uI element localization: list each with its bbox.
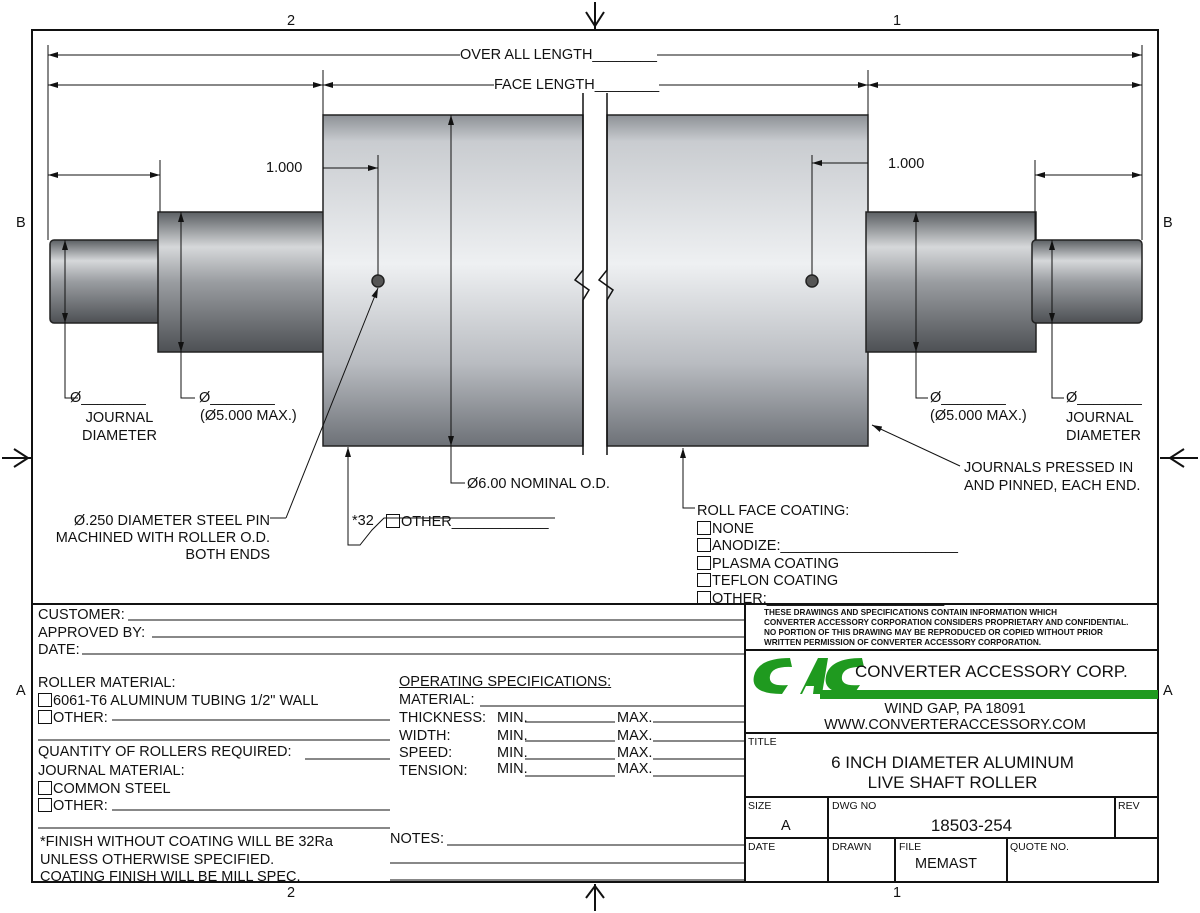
zone-label: B [16,215,26,231]
spec-label: WIDTH: [399,728,451,744]
pin-offset-right: 1.000 [888,156,925,172]
checkbox[interactable] [697,555,711,570]
checkbox[interactable] [38,710,52,724]
drawn-label: DRAWN [832,841,872,853]
journal-material: JOURNAL MATERIAL: COMMON STEEL OTHER: [38,763,185,816]
zone-label: 1 [893,13,902,29]
pin-offset-left: 1.000 [266,160,303,176]
spec-label: THICKNESS: [399,710,487,726]
roller-material: ROLLER MATERIAL: 6061-T6 ALUMINUM TUBING… [38,675,318,728]
size-value: A [781,818,791,834]
checkbox[interactable] [697,520,711,535]
journal-dia-right: Ø________ [1066,390,1142,406]
checkbox[interactable] [38,780,52,795]
checkbox[interactable] [697,590,711,605]
size-label: SIZE [748,800,772,812]
coating-option[interactable]: NONE [697,520,958,539]
zone-label: 2 [287,13,296,29]
zone-label: 1 [893,885,902,901]
spec-min[interactable]: MIN. [497,710,528,726]
overall-length-dim: OVER ALL LENGTH________ [460,47,657,63]
zone-label: A [16,683,26,699]
zone-label: A [1163,683,1173,699]
finish-other-option[interactable]: OTHER____________ [386,514,549,530]
checkbox[interactable] [38,692,52,707]
quote-no-label: QUOTE NO. [1010,841,1069,853]
checkbox[interactable] [697,573,711,587]
date-label: DATE [748,841,776,853]
checkbox[interactable] [697,538,711,552]
company-name: CONVERTER ACCESSORY CORP. [855,662,1128,681]
journal-material-option[interactable]: OTHER: [38,798,185,816]
spec-max[interactable]: MAX. [617,761,653,777]
spec-max[interactable]: MAX. [617,728,653,744]
checkbox[interactable] [386,514,400,528]
journal-material-option[interactable]: COMMON STEEL [38,780,185,799]
customer-fields[interactable]: CUSTOMER: APPROVED BY: DATE: [38,607,145,660]
shoulder-max-right: (Ø5.000 MAX.) [930,408,1027,424]
approved-by-field[interactable]: APPROVED BY: [38,624,146,641]
roll-face-coating: ROLL FACE COATING: NONE ANODIZE:________… [697,503,958,608]
shoulder-dia-right: Ø________ [930,390,1006,406]
file-label: FILE [899,841,922,853]
dwg-no-label: DWG NO [832,800,877,812]
face-length-dim: FACE LENGTH________ [494,77,660,93]
zone-label: B [1163,215,1173,231]
title-label: TITLE [748,736,777,748]
file-value: MEMAST [915,856,978,872]
customer-field[interactable]: CUSTOMER: [38,607,125,623]
rev-label: REV [1118,800,1140,812]
checkbox[interactable] [38,798,52,812]
journal-material-title: JOURNAL MATERIAL: [38,763,185,779]
shoulder-max-left: (Ø5.000 MAX.) [200,408,297,424]
coating-title: ROLL FACE COATING: [697,503,850,519]
quantity-field[interactable]: QUANTITY OF ROLLERS REQUIRED: [38,744,292,760]
dwg-no-value: 18503-254 [930,816,1013,835]
shoulder-dia-left: Ø________ [199,390,275,406]
proprietary-notice: THESE DRAWINGS AND SPECIFICATIONS CONTAI… [764,608,1129,647]
spec-label: TENSION: [399,763,468,779]
notes-field[interactable]: NOTES: [390,831,444,847]
spec-min[interactable]: MIN. [497,761,528,777]
roller-material-title: ROLLER MATERIAL: [38,675,176,691]
coating-option[interactable]: TEFLON COATING [697,573,958,591]
spec-max[interactable]: MAX. [617,745,653,761]
nominal-od: Ø6.00 NOMINAL O.D. [467,476,610,492]
website-link[interactable]: WWW.CONVERTERACCESSORY.COM [824,717,1086,733]
roller-material-option[interactable]: 6061-T6 ALUMINUM TUBING 1/2" WALL [38,692,318,711]
coating-option[interactable]: ANODIZE:______________________ [697,538,958,556]
coating-option[interactable]: PLASMA COATING [697,555,958,574]
finish-symbol: *32 [352,513,374,529]
spec-min[interactable]: MIN. [497,728,528,744]
date-field[interactable]: DATE: [38,642,80,658]
material-field[interactable]: MATERIAL: [399,692,475,708]
spec-max[interactable]: MAX. [617,710,653,726]
zone-label: 2 [287,885,296,901]
operating-specs-title: OPERATING SPECIFICATIONS: [399,674,612,690]
spec-label: SPEED: [399,745,453,761]
roller-material-option[interactable]: OTHER: [38,710,318,728]
spec-min[interactable]: MIN. [497,745,528,761]
journal-dia-left: Ø________ [70,390,146,406]
cac-logo [753,658,1158,699]
coating-option[interactable]: OTHER:______________________ [697,590,958,609]
